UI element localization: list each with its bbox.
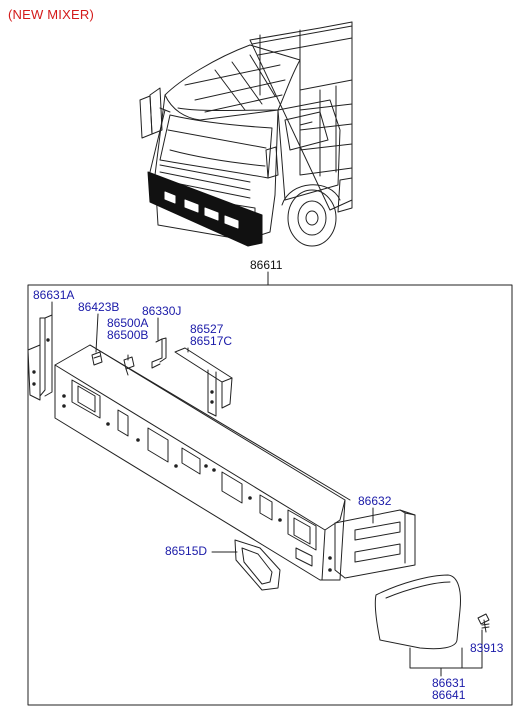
part-label-86500B[interactable]: 86500B: [107, 328, 149, 342]
part-label-86500A[interactable]: 86500A: [107, 316, 149, 330]
truck-illustration: [139, 21, 353, 247]
corner-bumper-86631: [374, 574, 461, 650]
assembly-label: 86611: [250, 258, 283, 272]
end-bracket-86632: [334, 509, 416, 579]
stay-86527-86517C: [174, 347, 233, 417]
diagram-title: (NEW MIXER): [8, 7, 94, 22]
part-label-86517C[interactable]: 86517C: [190, 334, 233, 348]
bracket-86500A-B: [123, 356, 135, 376]
part-label-86631[interactable]: 86631: [432, 676, 466, 690]
leader-lines: [51, 301, 483, 677]
assembly-frame: [27, 271, 513, 706]
part-label-86632[interactable]: 86632: [358, 494, 392, 508]
garnish-86515D: [234, 539, 281, 591]
part-label-86527[interactable]: 86527: [190, 322, 224, 336]
bracket-86330J: [151, 337, 167, 369]
clip-86423B: [91, 351, 103, 366]
part-label-86641[interactable]: 86641: [432, 688, 466, 702]
part-label-86515D[interactable]: 86515D: [165, 544, 208, 558]
part-label-86330J[interactable]: 86330J: [142, 304, 182, 318]
side-bracket-86631A: [27, 314, 53, 401]
screw-83913: [477, 613, 490, 633]
part-label-86423B[interactable]: 86423B: [78, 300, 120, 314]
part-label-86631A[interactable]: 86631A: [33, 288, 75, 302]
part-label-83913[interactable]: 83913: [470, 641, 504, 655]
